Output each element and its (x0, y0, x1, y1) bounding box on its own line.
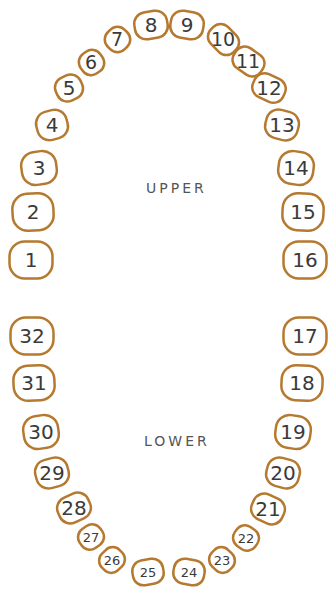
tooth-number: 8 (145, 15, 158, 35)
tooth-number: 3 (33, 158, 46, 178)
tooth-outline: 20 (265, 457, 301, 489)
tooth-border (95, 543, 129, 577)
tooth-border (281, 364, 324, 401)
tooth-border (249, 70, 289, 107)
tooth-number: 20 (270, 463, 295, 483)
tooth-outline: 1 (8, 240, 54, 280)
tooth-number: 26 (104, 554, 121, 567)
tooth-border (273, 413, 312, 451)
tooth-number: 1 (25, 250, 38, 270)
tooth-outline: 15 (281, 192, 325, 232)
tooth-outline: 22 (232, 525, 260, 551)
tooth-number: 28 (61, 498, 86, 518)
tooth-number: 4 (46, 115, 59, 135)
tooth-border (247, 490, 288, 528)
tooth-border (53, 489, 94, 527)
tooth-number: 17 (292, 326, 317, 346)
tooth-outline: 24 (172, 558, 206, 586)
tooth-number: 24 (181, 566, 198, 579)
tooth-border (205, 543, 239, 577)
tooth-border (11, 318, 54, 355)
tooth-border (131, 557, 166, 587)
tooth-number: 23 (214, 554, 231, 567)
tooth-outline: 8 (133, 10, 169, 40)
tooth-border (263, 455, 302, 492)
tooth-number: 7 (111, 30, 123, 49)
tooth-number: 5 (63, 78, 76, 98)
tooth-number: 10 (211, 30, 235, 49)
tooth-outline: 30 (22, 414, 60, 450)
tooth-number: 32 (19, 326, 44, 346)
tooth-outline: 2 (11, 192, 55, 232)
tooth-border (229, 521, 263, 554)
tooth-outline: 32 (9, 316, 55, 356)
tooth-number: 12 (256, 78, 281, 98)
tooth-number: 14 (283, 158, 308, 178)
tooth-outline: 10 (206, 26, 241, 53)
tooth-outline: 26 (98, 547, 126, 573)
tooth-border (32, 455, 71, 492)
tooth-number: 29 (39, 463, 64, 483)
tooth-border (262, 107, 301, 144)
tooth-outline: 17 (282, 316, 328, 356)
tooth-border (276, 149, 315, 187)
tooth-outline: 21 (250, 494, 286, 524)
tooth-border (282, 192, 325, 231)
tooth-outline: 3 (20, 150, 58, 186)
tooth-border (74, 520, 108, 553)
tooth-outline: 13 (264, 109, 300, 141)
arch-label: LOWER (144, 434, 210, 448)
arch-label: UPPER (146, 181, 207, 195)
tooth-border (51, 71, 86, 105)
tooth-outline: 5 (54, 74, 84, 102)
tooth-border (10, 242, 53, 279)
tooth-number: 22 (238, 532, 255, 545)
tooth-number: 9 (181, 15, 194, 35)
tooth-outline: 31 (12, 364, 56, 402)
tooth-number: 25 (140, 566, 157, 579)
tooth-outline: 9 (169, 10, 205, 40)
tooth-number: 16 (292, 250, 317, 270)
tooth-border (168, 9, 205, 41)
tooth-number: 21 (255, 499, 280, 519)
tooth-outline: 29 (34, 457, 70, 489)
tooth-outline: 11 (231, 48, 266, 75)
tooth-outline: 7 (104, 26, 131, 53)
tooth-border (13, 364, 56, 401)
tooth-border (284, 242, 327, 279)
tooth-outline: 23 (208, 547, 236, 573)
tooth-number: 11 (236, 52, 260, 71)
tooth-border (21, 413, 60, 451)
tooth-outline: 14 (277, 150, 315, 186)
tooth-border (284, 318, 327, 355)
tooth-number: 27 (83, 531, 100, 544)
tooth-outline: 28 (56, 493, 92, 523)
tooth-outline: 19 (274, 414, 312, 450)
tooth-outline: 16 (282, 240, 328, 280)
tooth-border (100, 22, 134, 56)
tooth-number: 13 (269, 115, 294, 135)
tooth-number: 18 (289, 373, 314, 393)
tooth-border (172, 557, 207, 587)
tooth-number: 31 (21, 373, 46, 393)
tooth-outline: 12 (251, 74, 287, 102)
tooth-outline: 27 (77, 524, 105, 550)
tooth-border (74, 45, 107, 78)
tooth-number: 6 (85, 53, 97, 72)
tooth-number: 2 (27, 202, 40, 222)
tooth-number: 30 (28, 422, 53, 442)
tooth-outline: 25 (131, 558, 165, 586)
tooth-number: 15 (290, 202, 315, 222)
tooth-border (12, 192, 55, 231)
tooth-outline: 18 (280, 364, 324, 402)
tooth-border (19, 149, 58, 187)
tooth-outline: 6 (78, 49, 105, 76)
tooth-number: 19 (280, 422, 305, 442)
tooth-outline: 4 (35, 109, 69, 141)
tooth-border (132, 9, 169, 41)
tooth-border (33, 107, 70, 143)
